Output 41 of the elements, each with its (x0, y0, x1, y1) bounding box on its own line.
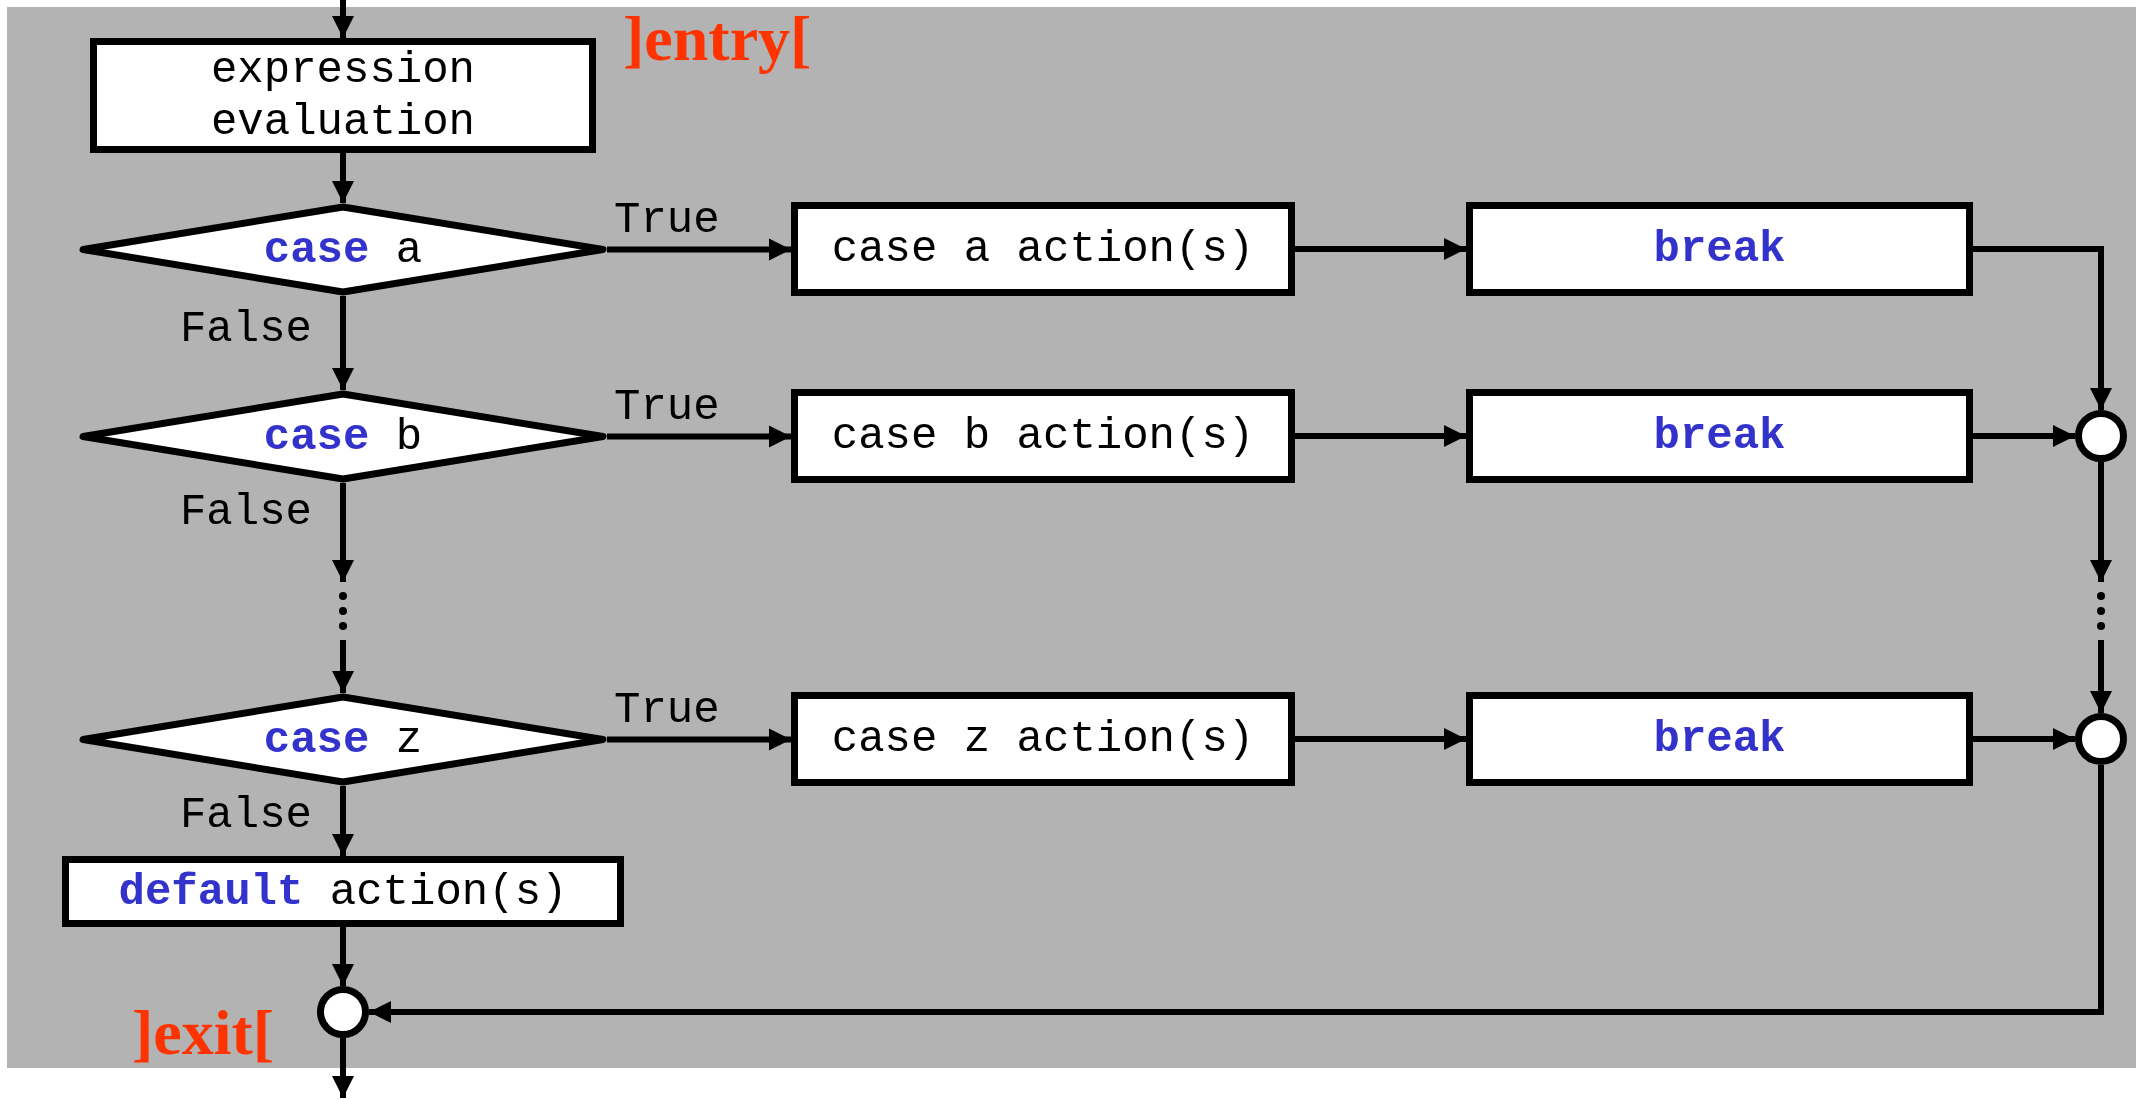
arrow (1295, 728, 1466, 750)
decision-label: case z (263, 713, 423, 766)
arrow (332, 483, 354, 582)
process-box (1466, 692, 1973, 786)
arrow (1295, 425, 1466, 447)
arrow (1295, 238, 1466, 260)
arrow (332, 786, 354, 856)
box-label: break (1653, 713, 1786, 765)
box-label: case a action(s) (831, 223, 1255, 275)
arrow (369, 765, 2104, 1023)
decision-label: case a (263, 223, 423, 276)
arrow (332, 927, 354, 986)
flow-point-label: ]entry[ (623, 4, 812, 74)
arrow (607, 425, 791, 448)
arrow (332, 1038, 354, 1098)
arrow (1973, 246, 2112, 410)
process-box (791, 202, 1295, 296)
arrow (607, 238, 791, 261)
box-label: case b action(s) (831, 410, 1255, 462)
box-label: default action(s) (118, 865, 568, 918)
arrow (607, 728, 791, 751)
box-label: case z action(s) (831, 713, 1255, 765)
box-label: break (1653, 410, 1786, 462)
arrow (332, 153, 354, 203)
arrow (2090, 462, 2112, 582)
arrow (332, 296, 354, 390)
process-box (62, 856, 624, 927)
arrow (332, 640, 354, 693)
arrow (2090, 640, 2112, 713)
box-label: expression evaluation (209, 43, 476, 148)
process-box (791, 389, 1295, 483)
flow-point-label: ]exit[ (132, 998, 275, 1068)
process-box (791, 692, 1295, 786)
decision-label: case b (263, 410, 423, 463)
process-box (1466, 389, 1973, 483)
arrow (1973, 728, 2075, 750)
process-box (90, 38, 596, 153)
box-label: break (1653, 223, 1786, 275)
arrow (1973, 425, 2075, 447)
arrow (332, 0, 354, 38)
process-box (1466, 202, 1973, 296)
